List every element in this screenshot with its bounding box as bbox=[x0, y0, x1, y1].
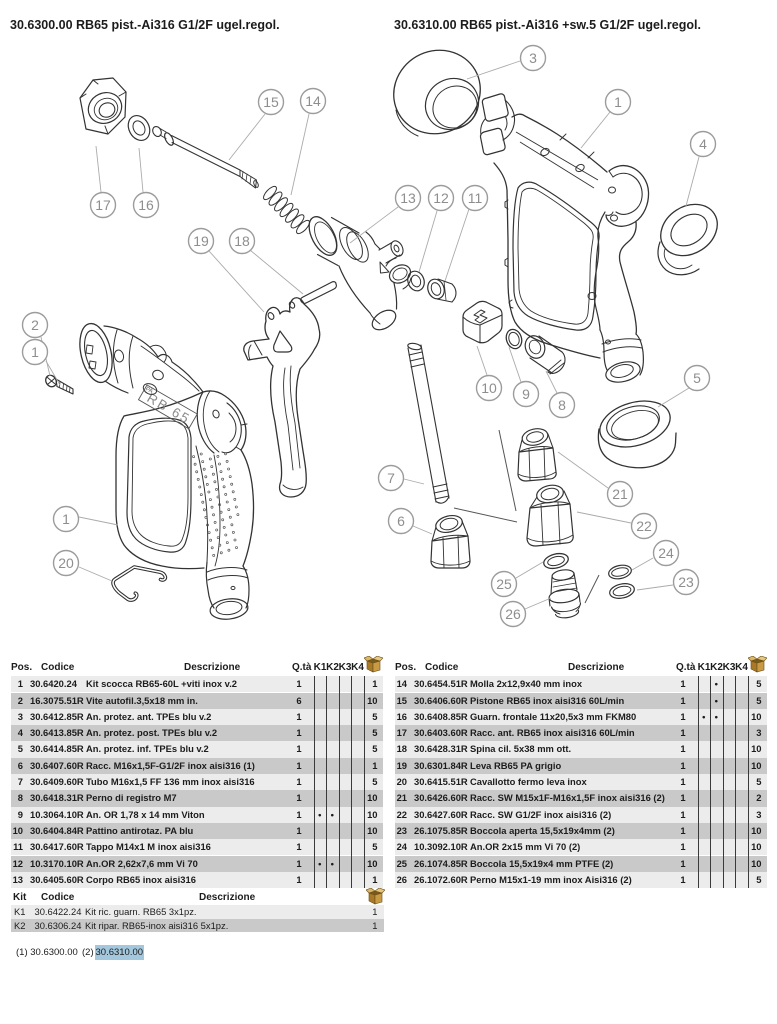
svg-text:1: 1 bbox=[62, 511, 70, 527]
svg-text:19: 19 bbox=[193, 233, 209, 249]
svg-text:3: 3 bbox=[529, 50, 537, 66]
svg-text:RB 65: RB 65 bbox=[145, 390, 194, 427]
svg-text:25: 25 bbox=[496, 576, 512, 592]
svg-text:26: 26 bbox=[505, 606, 521, 622]
svg-text:17: 17 bbox=[95, 197, 111, 213]
svg-text:2: 2 bbox=[31, 317, 39, 333]
svg-text:12: 12 bbox=[433, 190, 449, 206]
svg-text:8: 8 bbox=[558, 397, 566, 413]
svg-text:11: 11 bbox=[468, 190, 483, 206]
svg-text:1: 1 bbox=[31, 344, 39, 360]
svg-text:16: 16 bbox=[138, 197, 154, 213]
svg-text:15: 15 bbox=[263, 94, 279, 110]
svg-text:5: 5 bbox=[693, 370, 701, 386]
svg-text:7: 7 bbox=[387, 470, 395, 486]
svg-text:9: 9 bbox=[522, 386, 530, 402]
svg-text:6: 6 bbox=[397, 513, 405, 529]
svg-text:21: 21 bbox=[612, 486, 628, 502]
svg-text:14: 14 bbox=[305, 93, 321, 109]
svg-text:1: 1 bbox=[614, 94, 622, 110]
svg-text:23: 23 bbox=[678, 574, 694, 590]
svg-text:20: 20 bbox=[58, 555, 74, 571]
svg-text:13: 13 bbox=[400, 190, 416, 206]
svg-text:4: 4 bbox=[699, 136, 707, 152]
svg-text:22: 22 bbox=[636, 518, 652, 534]
svg-text:10: 10 bbox=[481, 380, 497, 396]
svg-text:PA: PA bbox=[144, 386, 153, 395]
svg-text:24: 24 bbox=[658, 545, 674, 561]
svg-text:18: 18 bbox=[234, 233, 250, 249]
